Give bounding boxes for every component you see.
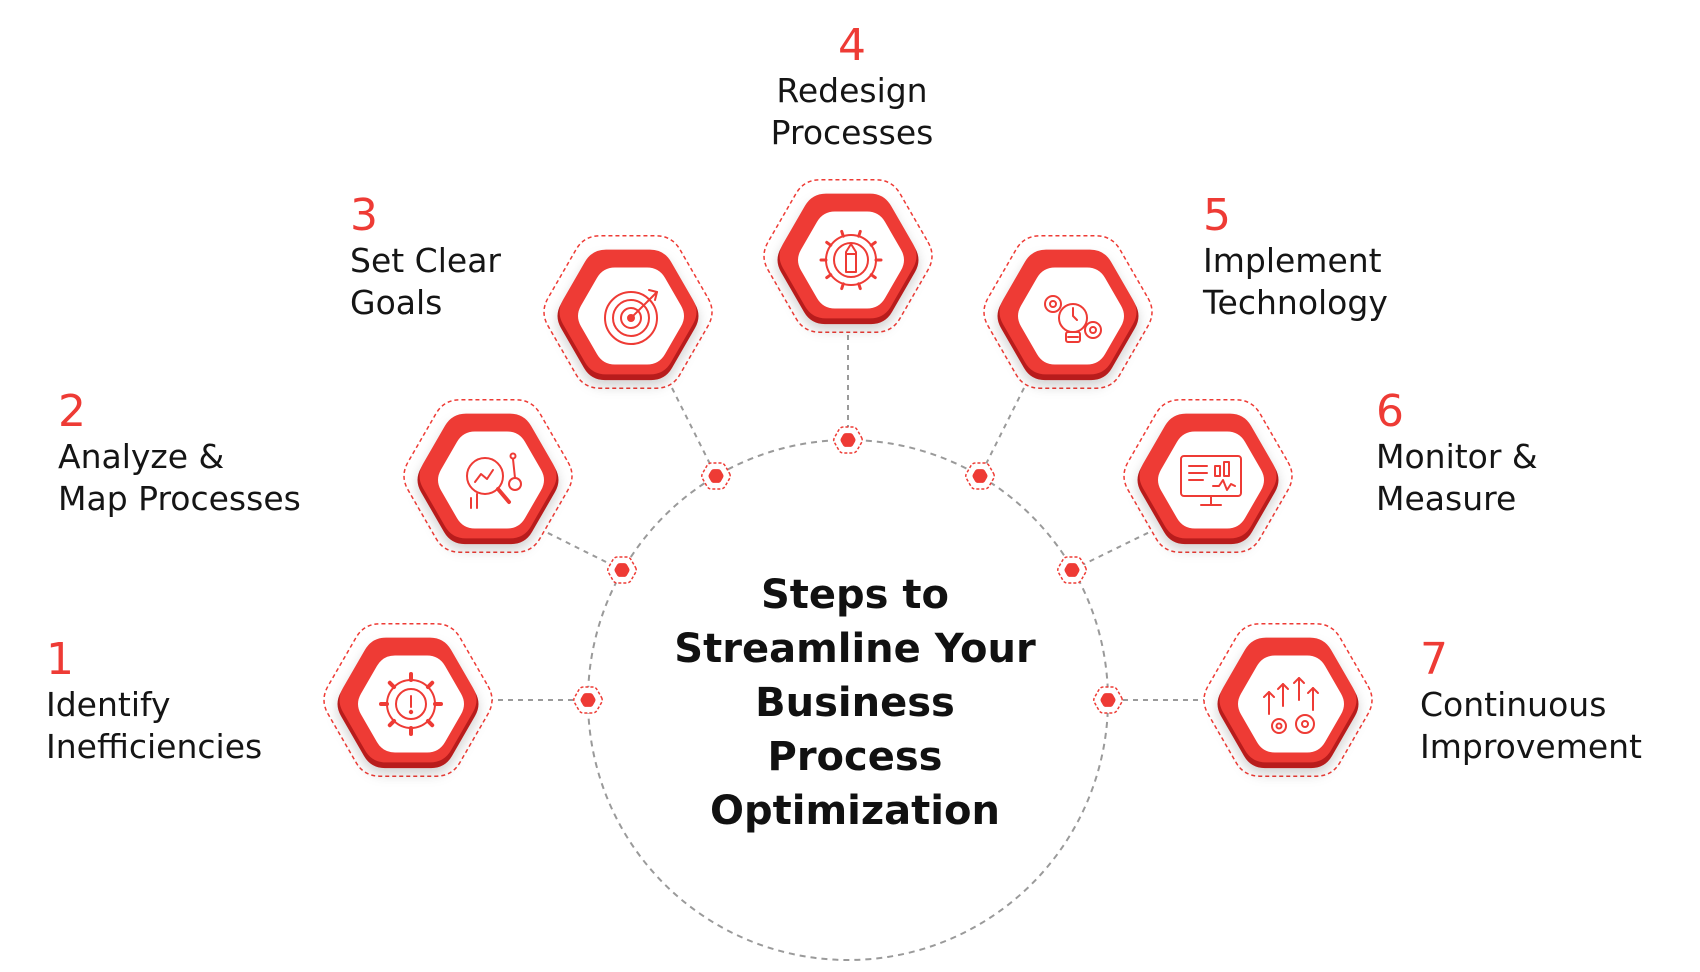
step-text: Implement: [1203, 241, 1382, 280]
step-7-label: 7 Continuous Improvement: [1420, 636, 1642, 768]
step-text: Analyze &: [58, 437, 225, 476]
step-text: Set Clear: [350, 241, 501, 280]
step-text: Measure: [1376, 479, 1517, 518]
step-6-label: 6 Monitor & Measure: [1376, 388, 1538, 520]
hexagon-inner: [438, 431, 544, 529]
step-hexagons: [323, 179, 1373, 777]
connector-2: [529, 523, 623, 571]
step-number: 3: [350, 190, 378, 241]
step-2-label: 2 Analyze & Map Processes: [58, 388, 301, 520]
title-line: Steps to: [760, 572, 950, 618]
title-line: Process: [767, 734, 943, 780]
circle-node-4: [833, 426, 863, 454]
hexagon-inner: [1018, 267, 1124, 365]
hexagon-inner: [1238, 655, 1344, 753]
chart-magnifier-icon: [466, 452, 522, 509]
step-text: Processes: [770, 113, 934, 152]
gear-alert-icon: [379, 672, 443, 736]
step-3-hexagon: [543, 235, 713, 389]
step-4-label: 4 Redesign Processes: [752, 22, 952, 154]
title-line: Business: [755, 680, 955, 726]
step-text: Technology: [1203, 283, 1388, 322]
step-3-label: 3 Set Clear Goals: [350, 192, 501, 324]
step-1-label: 1 Identify Inefficiencies: [46, 636, 262, 768]
circle-node-7: [1093, 686, 1123, 714]
target-icon: [604, 289, 658, 345]
step-number: 4: [838, 20, 866, 71]
step-text: Improvement: [1420, 727, 1642, 766]
step-7-hexagon: [1203, 623, 1373, 777]
connector-6: [1071, 523, 1167, 571]
connector-3: [671, 387, 717, 477]
gear-pencil-icon: [819, 229, 883, 291]
step-text: Goals: [350, 283, 443, 322]
step-number: 6: [1376, 386, 1404, 437]
circle-node-5: [965, 462, 995, 490]
title-line: Optimization: [710, 788, 1000, 834]
step-text: Map Processes: [58, 479, 301, 518]
monitor-chart-icon: [1180, 455, 1242, 506]
circle-node-1: [573, 686, 603, 714]
diagram-title: Steps to Streamline Your Business Proces…: [630, 568, 1080, 838]
circle-nodes: [573, 426, 1123, 714]
step-text: Identify: [46, 685, 171, 724]
step-number: 5: [1203, 190, 1231, 241]
step-text: Continuous: [1420, 685, 1607, 724]
step-5-label: 5 Implement Technology: [1203, 192, 1388, 324]
step-4-hexagon: [763, 179, 933, 333]
connectors: [488, 335, 1208, 701]
step-number: 2: [58, 386, 86, 437]
step-2-hexagon: [403, 399, 573, 553]
step-number: 7: [1420, 634, 1448, 685]
connector-5: [979, 387, 1025, 477]
step-text: Inefficiencies: [46, 727, 263, 766]
circle-node-3: [701, 462, 731, 490]
lightbulb-gears-icon: [1044, 295, 1102, 343]
step-text: Monitor &: [1376, 437, 1538, 476]
title-line: Streamline Your: [674, 626, 1036, 672]
step-1-hexagon: [323, 623, 493, 777]
step-6-hexagon: [1123, 399, 1293, 553]
step-number: 1: [46, 634, 74, 685]
circle-node-6: [1057, 556, 1087, 584]
hexagon-inner: [798, 211, 904, 309]
arrows-gears-icon: [1263, 677, 1319, 734]
circle-node-2: [607, 556, 637, 584]
step-5-hexagon: [983, 235, 1153, 389]
step-text: Redesign: [776, 71, 928, 110]
